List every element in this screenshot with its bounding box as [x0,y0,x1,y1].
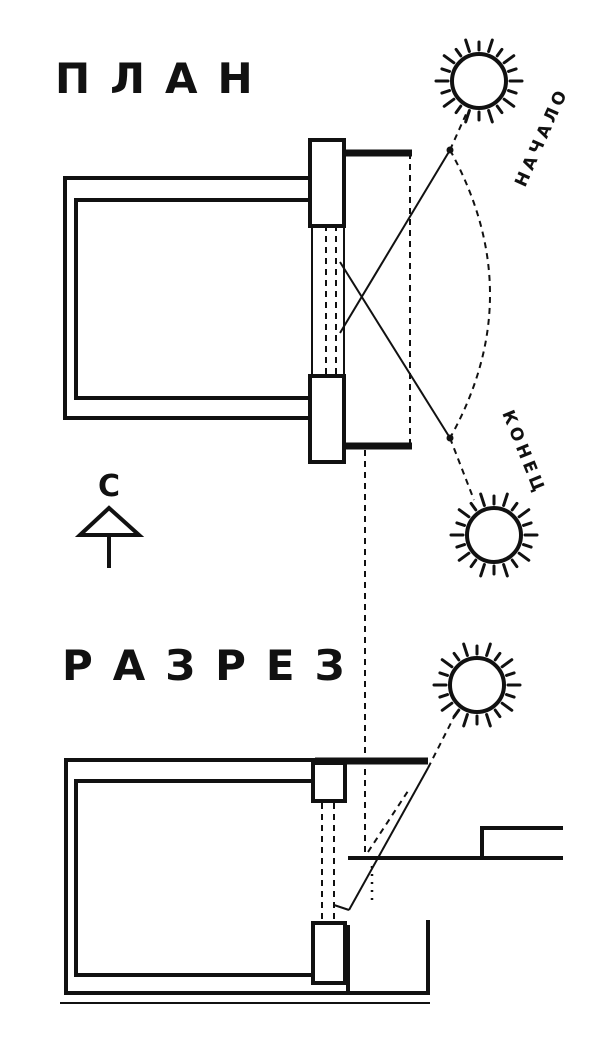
sun-ray [500,701,514,712]
plan-building [63,111,491,501]
sun-ray [462,642,469,657]
sun-ray [455,543,466,549]
section-ray-to-sun [427,714,456,769]
plan-ray-start [339,149,451,334]
sun-ray [485,642,492,657]
sun-ray [438,671,449,677]
sun-ray [522,521,533,527]
sun-ray [464,109,471,124]
sun-ray [510,501,519,512]
sun-ray [454,47,463,58]
north-label: С [98,469,120,504]
sun-ray [452,651,461,662]
section-title: РАЗРЕЗ [62,641,364,690]
sun-ray [464,38,471,53]
sun-ray [440,701,454,712]
sun-ray [517,551,531,562]
sun-ray [452,708,461,719]
north-arrow-icon: С [74,469,145,568]
plan-pier-bottom [308,374,346,464]
sun-ray [457,508,471,519]
sun-ray [440,67,451,73]
section-ray-foot [333,904,350,911]
plan-title: ПЛАН [55,54,273,103]
plan-pier-top [308,138,346,228]
sun-ray [495,104,504,115]
north-arrow-head [74,505,145,537]
section-sill [311,921,347,985]
sun-ray [502,492,509,507]
section-ray-upper [348,767,429,911]
sun-ray [522,543,533,549]
sun-ray [457,551,471,562]
sun-ray [479,492,486,507]
sun-end-label: КОНЕЦ [497,407,549,498]
sun-ray [440,89,451,95]
section-rail [480,826,563,858]
plan-link-start-sun [449,111,468,151]
sun-ray [462,713,469,728]
sun-ray [505,693,516,699]
plan-sun-arc [449,149,491,439]
sun-ray [440,658,454,669]
section-inner-wall [74,779,315,977]
sun-ray [517,508,531,519]
sun-ray [487,109,494,124]
sun-ray [495,47,504,58]
sun-start-label: НАЧАЛО [511,84,573,190]
sun-ray [469,558,478,569]
sun-ray [479,563,486,578]
section-building [64,714,563,995]
sun-ray [455,521,466,527]
sun-icon [434,38,524,124]
sun-ray [502,54,516,65]
sun-ray [442,97,456,108]
section-lintel [311,761,347,803]
sun-ray [454,104,463,115]
sun-ray [493,651,502,662]
sun-ray [507,89,518,95]
sun-ray [442,54,456,65]
sun-ray [493,708,502,719]
sun-ray [502,97,516,108]
plan-link-end-sun [449,437,475,501]
section-outer-wall [64,758,430,995]
sun-icon [432,642,522,728]
sun-ray [507,67,518,73]
plan-ray-end [339,261,451,439]
sun-ray [510,558,519,569]
plan-outer-wall [63,176,312,420]
sun-ray [469,501,478,512]
sun-icon [449,492,539,578]
sun-ray [485,713,492,728]
sun-ray [487,38,494,53]
sun-ray [505,671,516,677]
sun-ray [438,693,449,699]
plan-inner-wall [74,198,312,400]
section-ray-lower [367,787,411,853]
sun-ray [502,563,509,578]
sun-ray [500,658,514,669]
